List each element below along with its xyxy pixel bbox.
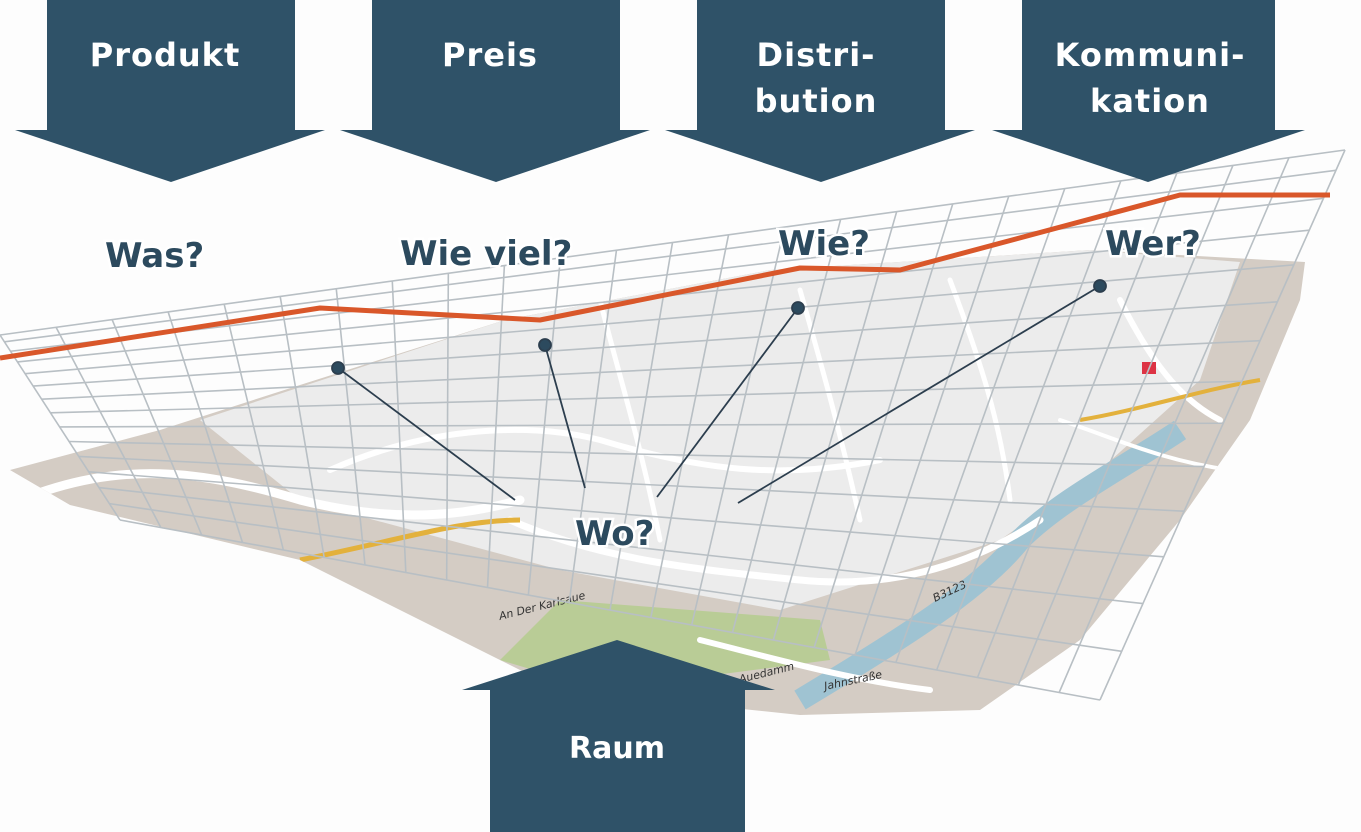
grid-column-line xyxy=(55,326,162,528)
down-arrow-icon xyxy=(665,0,975,182)
arrow-label-distribution-line1: Distri- xyxy=(757,36,876,74)
question-wer: Wer? xyxy=(1105,224,1201,264)
arrow-produkt: Produkt xyxy=(15,0,325,182)
grid-column-line xyxy=(731,219,842,633)
arrow-label-produkt: Produkt xyxy=(90,36,240,74)
grid-column-line xyxy=(568,250,618,603)
pin-dot-icon xyxy=(1093,279,1107,293)
grid-column-line xyxy=(223,303,285,551)
pin-dot-icon xyxy=(791,301,805,315)
connector-line-produkt xyxy=(337,367,516,501)
arrow-kommunikation: Kommuni- kation xyxy=(992,0,1305,182)
grid-column-line xyxy=(650,234,730,618)
arrow-label-preis: Preis xyxy=(442,36,538,74)
trend-line xyxy=(0,192,1330,361)
grid-column-line xyxy=(854,195,1010,656)
connector-line-distribution xyxy=(656,307,799,498)
city-map: An Der Karlsaue Jahnstraße Auedamm B3123 xyxy=(10,250,1305,715)
grid-column-line xyxy=(1017,165,1234,686)
down-arrow-icon xyxy=(992,0,1305,182)
up-arrow-icon xyxy=(462,640,775,832)
map-streets xyxy=(15,277,1232,693)
grid-column-line xyxy=(813,203,954,648)
grid-column-line xyxy=(1099,149,1346,701)
grid-column-line xyxy=(335,288,366,566)
grid-column-line xyxy=(609,242,674,611)
grid-column-line xyxy=(111,319,203,536)
down-arrow-icon xyxy=(340,0,650,182)
pin-dot-icon xyxy=(331,361,345,375)
grid-column-line xyxy=(935,180,1122,671)
grid-column-line xyxy=(527,257,562,596)
grid-column-line xyxy=(445,273,450,581)
down-arrow-icon xyxy=(15,0,325,182)
question-wie-viel: Wie viel? xyxy=(400,234,572,274)
main-road-yellow xyxy=(299,517,521,563)
arrow-label-raum: Raum xyxy=(569,731,665,766)
arrow-preis: Preis xyxy=(340,0,650,182)
question-wo: Wo? xyxy=(575,514,654,554)
grid-column-line xyxy=(391,281,407,573)
grid-column-line xyxy=(976,172,1178,678)
arrow-label-kommunikation-line1: Kommuni- xyxy=(1055,36,1246,74)
question-wie: Wie? xyxy=(778,224,870,264)
map-center-area xyxy=(200,250,1240,610)
grid-column-line xyxy=(167,311,244,543)
grid-column-line xyxy=(1058,157,1290,693)
connector-lines xyxy=(331,279,1107,504)
grid-column-line xyxy=(772,211,898,641)
grid-column-line xyxy=(279,296,325,558)
pin-dot-icon xyxy=(538,338,552,352)
question-was: Was? xyxy=(105,236,204,276)
connector-line-kommunikation xyxy=(737,285,1101,504)
grid-column-line xyxy=(895,188,1066,663)
side-road-yellow xyxy=(1079,378,1261,422)
grid-column-line xyxy=(690,226,786,626)
arrow-raum: Raum xyxy=(462,640,775,832)
connector-line-preis xyxy=(544,344,586,489)
grid-column-line xyxy=(0,334,121,521)
arrow-distribution: Distri- bution xyxy=(665,0,975,182)
arrow-label-kommunikation-line2: kation xyxy=(1090,82,1210,120)
arrow-label-distribution-line2: bution xyxy=(755,82,878,120)
